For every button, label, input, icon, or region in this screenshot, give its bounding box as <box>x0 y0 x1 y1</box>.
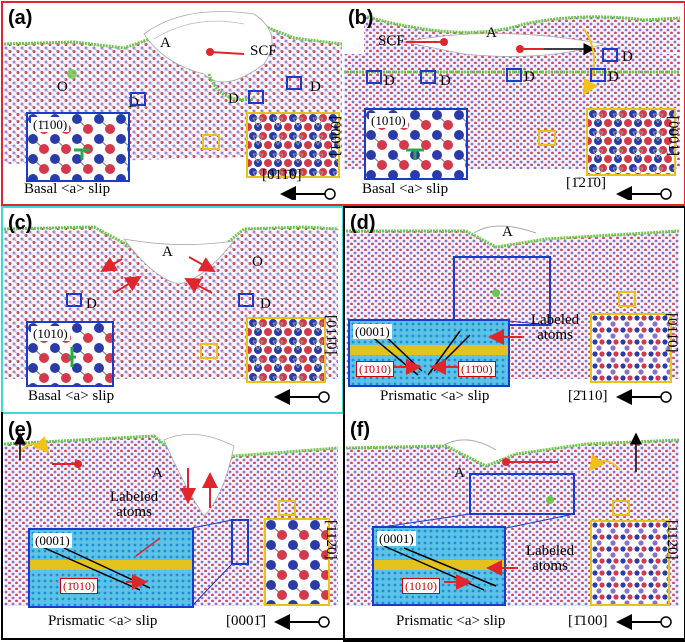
label-D: D <box>86 296 97 312</box>
inset-blue-a: (1̄100) <box>26 112 130 182</box>
label-A: A <box>160 35 171 51</box>
pointer-arrow <box>488 329 524 345</box>
label-A: A <box>152 465 163 481</box>
inset-yellow-f <box>590 520 670 606</box>
axis-triad-d <box>616 389 672 405</box>
panel-d: (d) A (0001) (1̄010) (11̄00) Labeled ato… <box>346 209 679 408</box>
panel-caption: Prismatic <a> slip <box>380 388 490 404</box>
inset-blue-c: (1010) <box>26 321 114 387</box>
axis-triad-a <box>280 186 336 200</box>
v-axis-label: [011̄0] <box>664 313 679 353</box>
yellow-region-box <box>612 500 630 516</box>
dislocation-box <box>590 68 606 82</box>
inset-plane-label: (0001) <box>377 531 416 546</box>
dislocation-box <box>130 92 146 106</box>
dislocation-box <box>286 76 302 90</box>
label-D: D <box>440 73 451 89</box>
yellow-region-box <box>538 130 556 146</box>
dislocation-box <box>238 293 254 307</box>
plane-label: (1̄010) <box>60 578 98 594</box>
inset-blue-d: (0001) (1̄010) (11̄00) <box>348 319 510 387</box>
dislocation-box <box>248 90 264 104</box>
v-axis-label: [112̄0] <box>664 520 679 560</box>
panel-f: (f) A (0001) (1010) Labeled atoms Prisma… <box>346 416 679 636</box>
h-axis-label: [1̄100] <box>568 613 608 629</box>
panel-f-tag: (f) <box>350 419 370 441</box>
label-labeled-atoms: Labeled atoms <box>525 543 575 574</box>
h-axis-label: [011̄0] <box>262 167 302 183</box>
panel-a: (a) A SCF O D D D (1̄100) Basal <a> slip… <box>4 4 342 200</box>
label-A: A <box>502 224 513 240</box>
label-D: D <box>228 91 239 107</box>
panel-caption: Basal <a> slip <box>28 388 115 404</box>
label-scf: SCF <box>250 43 277 59</box>
inset-yellow-d <box>590 313 672 383</box>
panel-b-tag: (b) <box>348 7 374 29</box>
axis-triad-f <box>616 614 672 630</box>
dislocation-box <box>602 48 618 62</box>
label-D: D <box>128 95 139 111</box>
inset-plane-label: (1010) <box>31 326 70 341</box>
panel-a-tag: (a) <box>8 7 33 29</box>
panel-d-tag: (d) <box>350 212 376 234</box>
label-O: O <box>252 254 263 270</box>
inset-plane-label: (1̄100) <box>31 117 70 132</box>
panel-caption: Prismatic <a> slip <box>48 613 158 629</box>
yellow-region-box <box>618 291 636 307</box>
h-axis-label: [2̄110] <box>568 388 608 404</box>
h-axis-label: [1̄21̄0] <box>566 175 606 191</box>
inset-blue-e: (0001) (1̄010) <box>28 528 194 608</box>
label-scf: SCF <box>378 33 405 49</box>
label-D: D <box>260 296 271 312</box>
panel-caption: Prismatic <a> slip <box>396 613 506 629</box>
v-axis-label: [0001] <box>327 116 342 156</box>
dislocation-box <box>420 70 436 84</box>
inset-blue-b: (1010) <box>364 108 468 180</box>
yellow-region-box <box>202 134 220 150</box>
inset-yellow-a <box>246 112 340 178</box>
panel-b: (b) SCF A D D D D D (1010) Basal <a> sli… <box>344 4 680 200</box>
panel-c-tag: (c) <box>8 212 33 234</box>
dislocation-box <box>366 70 382 84</box>
label-O: O <box>57 79 68 95</box>
inset-yellow-c <box>246 317 326 383</box>
yellow-region-box <box>278 500 296 516</box>
label-A: A <box>162 244 173 260</box>
inset-yellow-e <box>264 518 330 606</box>
axis-triad-b <box>616 186 672 200</box>
label-A: A <box>486 25 497 41</box>
label-labeled-atoms: Labeled atoms <box>530 312 580 343</box>
v-axis-label: [0001] <box>665 116 680 156</box>
v-axis-label: [112̄0] <box>323 520 338 560</box>
yellow-region-box <box>200 343 218 359</box>
label-A: A <box>454 465 465 481</box>
dislocation-box <box>506 68 522 82</box>
label-D: D <box>622 49 633 65</box>
panel-e-tag: (e) <box>8 419 33 441</box>
label-labeled-atoms: Labeled atoms <box>109 489 159 520</box>
label-D: D <box>524 69 535 85</box>
dislocation-box <box>66 293 82 307</box>
inset-yellow-b <box>586 108 676 176</box>
label-D: D <box>384 73 395 89</box>
inset-plane-label: (0001) <box>353 324 392 339</box>
label-D: D <box>310 79 321 95</box>
plane-label-right: (11̄00) <box>458 361 496 377</box>
axis-triad-c <box>274 389 330 405</box>
inset-plane-label: (0001) <box>33 533 72 548</box>
v-axis-label: [011̄0] <box>323 315 338 355</box>
pointer-arrow <box>486 560 518 576</box>
inset-blue-f: (0001) (1010) <box>372 526 506 606</box>
axis-triad-e <box>274 614 330 630</box>
plane-label-left: (1̄010) <box>356 361 394 377</box>
panel-caption: Basal <a> slip <box>24 181 111 197</box>
h-axis-label: [0001̄] <box>226 613 266 629</box>
inset-plane-label: (1010) <box>369 113 408 128</box>
panel-e: (e) A Labeled atoms (0001) (1̄010) Prism… <box>4 416 338 636</box>
panel-c: (c) A O D D (1010) Basal <a> slip [011̄0… <box>4 209 338 408</box>
panel-caption: Basal <a> slip <box>362 181 449 197</box>
plane-label: (1010) <box>402 578 440 594</box>
label-D: D <box>608 69 619 85</box>
